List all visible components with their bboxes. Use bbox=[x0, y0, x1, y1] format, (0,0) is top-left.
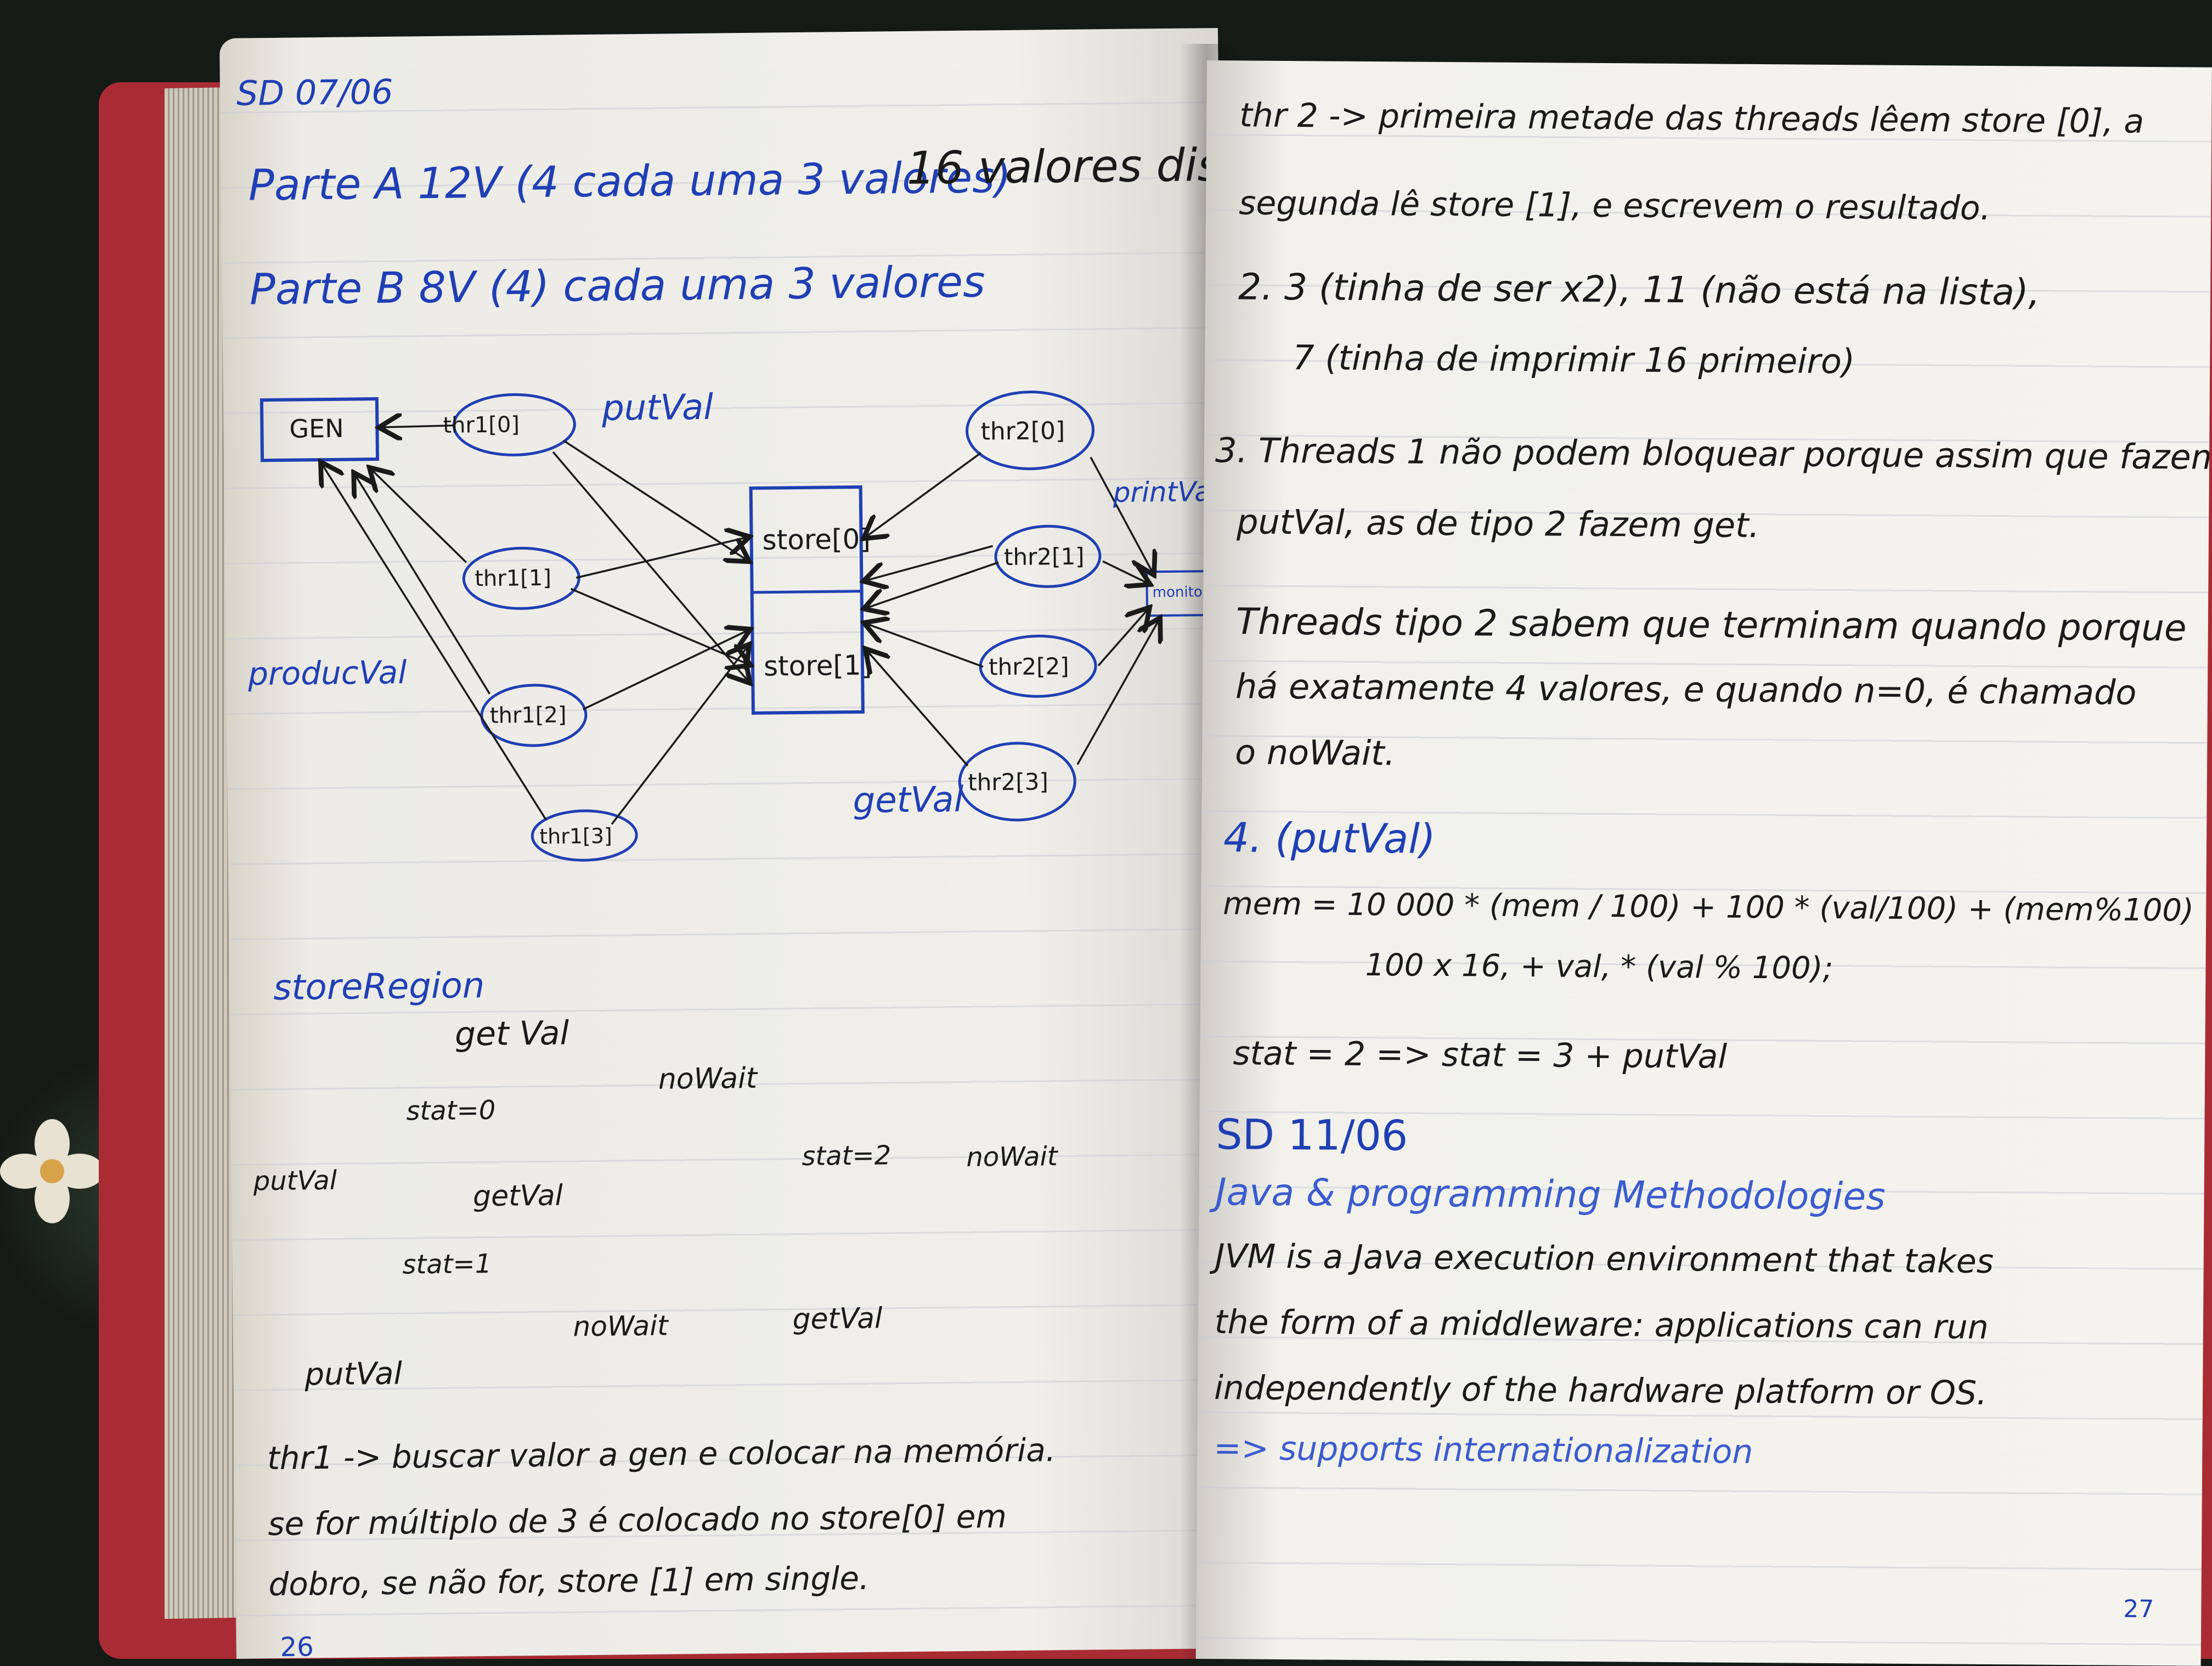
q4-title: 4. (putVal) bbox=[1223, 814, 1436, 863]
store-region-title: storeRegion bbox=[273, 965, 485, 1009]
nowait-loop-label: noWait bbox=[966, 1141, 1058, 1173]
q4-line2: 100 x 16, + val, * (val % 100); bbox=[1365, 947, 1833, 987]
q3-line1: 3. Threads 1 não podem bloquear porque a… bbox=[1215, 430, 2212, 477]
left-page: SD 07/06 Parte A 12V (4 cada uma 3 valor… bbox=[219, 27, 1235, 1659]
thr2-line2: segunda lê store [1], e escrevem o resul… bbox=[1238, 184, 1991, 228]
threads-t2-line2: há exatamente 4 valores, e quando n=0, é… bbox=[1235, 666, 2137, 713]
right-page-number: 27 bbox=[2123, 1595, 2154, 1624]
producval-label: producVal bbox=[247, 653, 407, 693]
java-heading: Java & programming Methodologies bbox=[1215, 1171, 1886, 1219]
getval-mid-label: getVal bbox=[472, 1179, 563, 1213]
getval-loop2-label: getVal bbox=[792, 1302, 883, 1336]
thr2-1-node bbox=[994, 524, 1102, 588]
flower-print bbox=[0, 1119, 104, 1223]
thr2-0-node bbox=[966, 391, 1095, 471]
thr1-3-label: thr1[3] bbox=[539, 823, 613, 849]
nowait-bottom-label: noWait bbox=[573, 1309, 669, 1343]
q4-line3: stat = 2 => stat = 3 + putVal bbox=[1233, 1034, 1728, 1076]
thr1-0-label: thr1[0] bbox=[443, 412, 520, 438]
thr1-2-label: thr1[2] bbox=[489, 702, 567, 728]
q2-line2: 7 (tinha de imprimir 16 primeiro) bbox=[1292, 337, 1855, 382]
jvm-line4: => supports internationalization bbox=[1214, 1429, 1753, 1472]
thr2-3-node bbox=[958, 742, 1076, 822]
thr1-note-line2: se for múltiplo de 3 é colocado no store… bbox=[268, 1498, 1007, 1543]
gen-label: GEN bbox=[289, 413, 344, 444]
thr2-line1: thr 2 -> primeira metade das threads lêe… bbox=[1239, 96, 2145, 141]
sd-11-06-heading: SD 11/06 bbox=[1216, 1110, 1408, 1160]
thr1-note-line1: thr1 -> buscar valor a gen e colocar na … bbox=[267, 1431, 1056, 1477]
getval-loop-label: get Val bbox=[454, 1014, 569, 1054]
getval-label: getVal bbox=[853, 779, 964, 821]
nowait-top-label: noWait bbox=[658, 1061, 758, 1096]
stat2-label: stat=2 bbox=[802, 1140, 891, 1172]
thr2-2-label: thr2[2] bbox=[988, 652, 1069, 681]
store-0-label: store[0] bbox=[762, 523, 871, 556]
thr2-1-label: thr2[1] bbox=[1003, 543, 1085, 571]
jvm-line1: JVM is a Java execution environment that… bbox=[1215, 1237, 1994, 1281]
thr1-1-label: thr1[1] bbox=[475, 565, 552, 592]
thr1-note-line3: dobro, se não for, store [1] em single. bbox=[268, 1559, 870, 1603]
thr2-3-label: thr2[3] bbox=[968, 768, 1049, 796]
store-1-label: store[1] bbox=[763, 649, 872, 682]
putval-label: putVal bbox=[601, 387, 714, 429]
thr2-2-node bbox=[979, 634, 1097, 698]
threads-t2-line1: Threads tipo 2 sabem que terminam quando… bbox=[1235, 600, 2187, 650]
q3-line2: putVal, as de tipo 2 fazem get. bbox=[1236, 501, 1760, 546]
q4-line1: mem = 10 000 * (mem / 100) + 100 * (val/… bbox=[1223, 886, 2212, 929]
thread-diagram bbox=[259, 391, 1220, 862]
right-page: thr 2 -> primeira metade das threads lêe… bbox=[1195, 60, 2212, 1666]
thr1-3-node bbox=[531, 809, 638, 862]
left-page-number: 26 bbox=[280, 1631, 314, 1659]
q2-line1: 2. 3 (tinha de ser x2), 11 (não está na … bbox=[1238, 266, 2040, 314]
jvm-line3: independently of the hardware platform o… bbox=[1214, 1369, 1988, 1413]
putval-side-label: putVal bbox=[253, 1165, 337, 1197]
jvm-line2: the form of a middleware: applications c… bbox=[1214, 1303, 1989, 1347]
stat1-label: stat=1 bbox=[402, 1248, 492, 1280]
stat0-label: stat=0 bbox=[406, 1094, 496, 1127]
putval-loop-label: putVal bbox=[304, 1356, 403, 1393]
thr2-0-label: thr2[0] bbox=[980, 416, 1065, 446]
threads-t2-line3: o noWait. bbox=[1234, 732, 1396, 773]
